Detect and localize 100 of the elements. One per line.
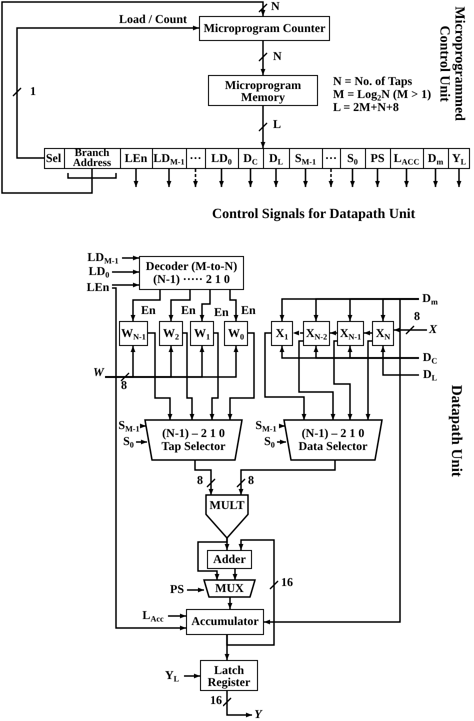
note-text: L = 2M+N+8 — [333, 101, 399, 114]
arrow — [229, 290, 238, 321]
arrow — [210, 332, 219, 420]
edge-label: En — [240, 304, 257, 316]
arrow — [193, 169, 198, 187]
signal-label: S$_{M-1}$ — [253, 419, 279, 433]
edge-label: 16 — [209, 694, 223, 706]
multiplier-shape — [206, 495, 248, 538]
arrow — [1, 1, 266, 194]
section-title: Microprogrammed Control Unit — [436, 5, 466, 123]
edge-label: L — [272, 118, 282, 130]
register-field: LD$_{0}$ — [204, 149, 238, 168]
arrow — [226, 691, 252, 718]
weight-register — [119, 321, 148, 346]
arrow — [279, 424, 285, 428]
bus-width-label: 1 — [30, 85, 36, 98]
arrow — [348, 346, 419, 359]
register-field: ··· — [322, 149, 340, 168]
arrow — [224, 635, 230, 660]
signal-label: Y$_{L}$ — [160, 668, 184, 684]
box-label: W$_{2}$ — [162, 326, 180, 340]
arrow — [260, 41, 266, 75]
signal-label: PS — [167, 583, 187, 597]
arrow — [105, 346, 238, 378]
box-label: Tap Selector — [162, 440, 226, 454]
register-field: D$_{C}$ — [238, 149, 262, 168]
arrow — [183, 332, 194, 420]
arrow — [298, 340, 336, 420]
box-label: (N-1) – 2 1 0 — [162, 426, 225, 440]
control-word-register — [44, 148, 470, 169]
weight-register — [190, 321, 214, 346]
box-label: X$_{N-2}$ — [306, 326, 328, 340]
arrow — [274, 169, 278, 187]
edge-label: N — [272, 50, 283, 62]
register-field: D$_{m}$ — [422, 149, 448, 168]
register-field: D$_{L}$ — [262, 149, 288, 168]
arrow — [130, 290, 161, 321]
data-register — [303, 321, 330, 346]
register-field: L$_{ACC}$ — [390, 149, 422, 168]
signal-label: LD$_{0}$ — [86, 265, 112, 279]
arrow — [168, 290, 191, 321]
box-label: Adder — [213, 552, 246, 566]
edge-label: Load / Count — [118, 13, 188, 25]
edge-label: N — [270, 0, 281, 12]
arrow — [364, 330, 372, 336]
arrow — [134, 169, 138, 187]
register-field: Y$_{L}$ — [448, 149, 470, 168]
note-text: M = Log$_{2}$N (M > 1) — [333, 88, 432, 101]
edge-label: En — [140, 304, 157, 316]
edge-label: En — [180, 304, 197, 316]
box-label: Decoder (M-to-N) — [146, 260, 238, 273]
box-label: Accumulator — [191, 615, 259, 629]
arrow — [187, 588, 204, 592]
register-field: Branch Address — [64, 149, 120, 168]
data-register — [372, 321, 394, 346]
arrow — [166, 169, 172, 187]
memory-box — [208, 75, 318, 106]
signal-label: LEn — [84, 281, 112, 295]
register-field: LEn — [120, 149, 152, 168]
multiplexer-shape — [204, 580, 255, 597]
arrow — [264, 332, 306, 420]
caption-text: Control Signals for Datapath Unit — [212, 208, 416, 223]
edge-label: 8 — [247, 474, 255, 486]
weight-register — [159, 321, 183, 346]
decoder-box — [139, 256, 244, 290]
input-label: W — [92, 366, 105, 380]
accumulator-box — [186, 609, 264, 635]
edge-label: 8 — [196, 474, 204, 486]
box-label: Data Selector — [298, 440, 368, 454]
arrow — [148, 332, 172, 420]
arrow — [248, 169, 253, 187]
box-label: X$_{1}$ — [276, 326, 288, 340]
latch-register-box — [200, 660, 258, 691]
arrow — [112, 282, 139, 288]
box-label: X$_{N-1}$ — [340, 326, 362, 340]
arrow — [226, 539, 275, 646]
arrow — [228, 332, 255, 420]
arrow — [260, 106, 266, 148]
box-label: W$_{1}$ — [194, 326, 210, 340]
signal-label: D$_{C}$ — [419, 351, 441, 365]
arrow — [219, 169, 224, 187]
arrow — [197, 538, 228, 580]
input-label: X — [427, 323, 439, 337]
register-field: Sel — [44, 149, 64, 168]
data-register — [337, 321, 364, 346]
adder-box — [207, 550, 252, 569]
arrow — [375, 169, 380, 187]
signal-label: S$_{M-1}$ — [117, 419, 141, 433]
arrow — [194, 460, 214, 495]
arrow — [404, 169, 409, 187]
arrow — [380, 346, 419, 376]
signal-label: LD$_{M-1}$ — [84, 251, 122, 265]
box-label: Microprogram Counter — [204, 22, 326, 36]
arrow — [366, 340, 372, 420]
register-field: ··· — [186, 149, 204, 168]
arrow — [350, 169, 355, 187]
arrow — [328, 169, 334, 187]
arrow — [200, 290, 211, 321]
box-label: X$_{N}$ — [376, 326, 390, 340]
arrow — [238, 460, 336, 495]
